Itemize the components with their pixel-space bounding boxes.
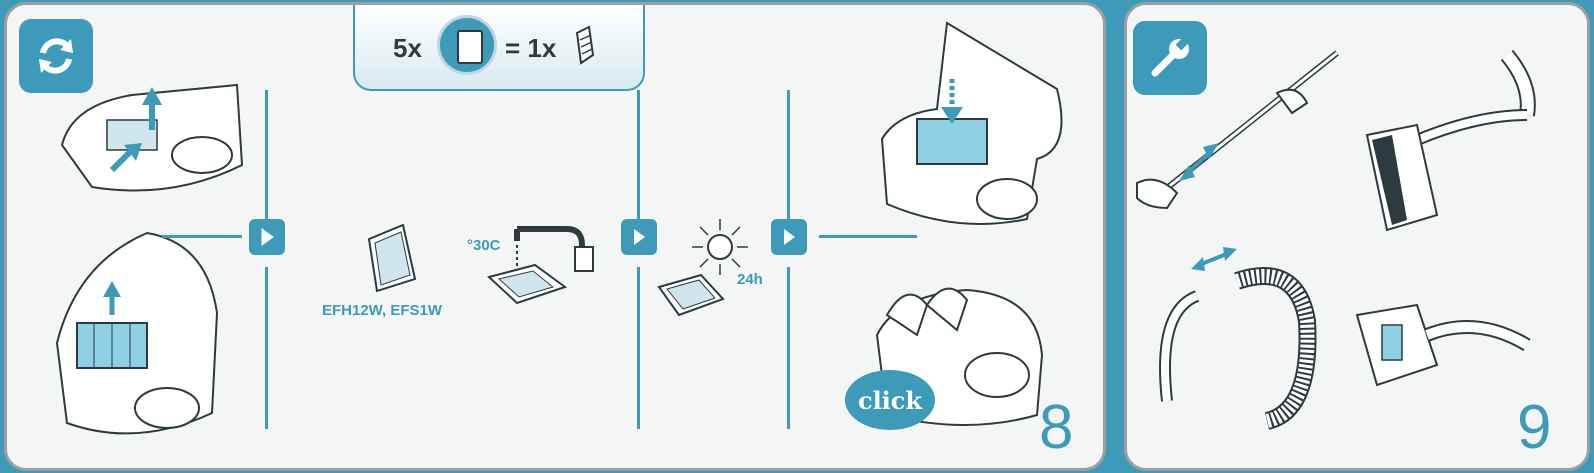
next-step-arrow-1 (249, 219, 285, 255)
step-number-9: 9 (1517, 393, 1552, 462)
vacuum-lid-open-illustration (60, 83, 244, 192)
wash-temperature-label: °30C (467, 237, 501, 254)
sun-icon (692, 219, 748, 275)
filter-illustration (367, 223, 417, 293)
vacuum-filter-insert-illustration (880, 21, 1063, 225)
floor-nozzle-attach-illustration (1365, 49, 1536, 232)
wrench-icon (1133, 21, 1207, 95)
hose-handle-connect-illustration (1159, 247, 1317, 430)
filter-icon (575, 25, 595, 65)
ratio-left-text: 5x (393, 33, 422, 63)
ratio-right-text: = 1x (505, 33, 557, 63)
step-number-8: 8 (1039, 393, 1074, 462)
step-8-panel: 5x = 1x (4, 2, 1106, 471)
rotate-arrows-icon (19, 19, 93, 93)
drying-filter-illustration (657, 273, 725, 317)
step-9-panel: 9 (1124, 2, 1590, 471)
faucet-wash-illustration (486, 226, 594, 305)
drying-time-label: 24h (737, 271, 763, 288)
telescopic-tube-adjust-illustration (1136, 50, 1339, 210)
bag-to-filter-ratio-banner: 5x = 1x (353, 5, 645, 91)
click-bubble: click (845, 370, 935, 430)
vacuum-filter-removal-illustration (55, 231, 219, 435)
filter-models-label: EFH12W, EFS1W (322, 302, 443, 319)
dust-bag-icon (437, 15, 497, 75)
next-step-arrow-2 (621, 219, 657, 255)
next-step-arrow-3 (771, 219, 807, 255)
turbo-brush-illustration (1355, 303, 1531, 387)
